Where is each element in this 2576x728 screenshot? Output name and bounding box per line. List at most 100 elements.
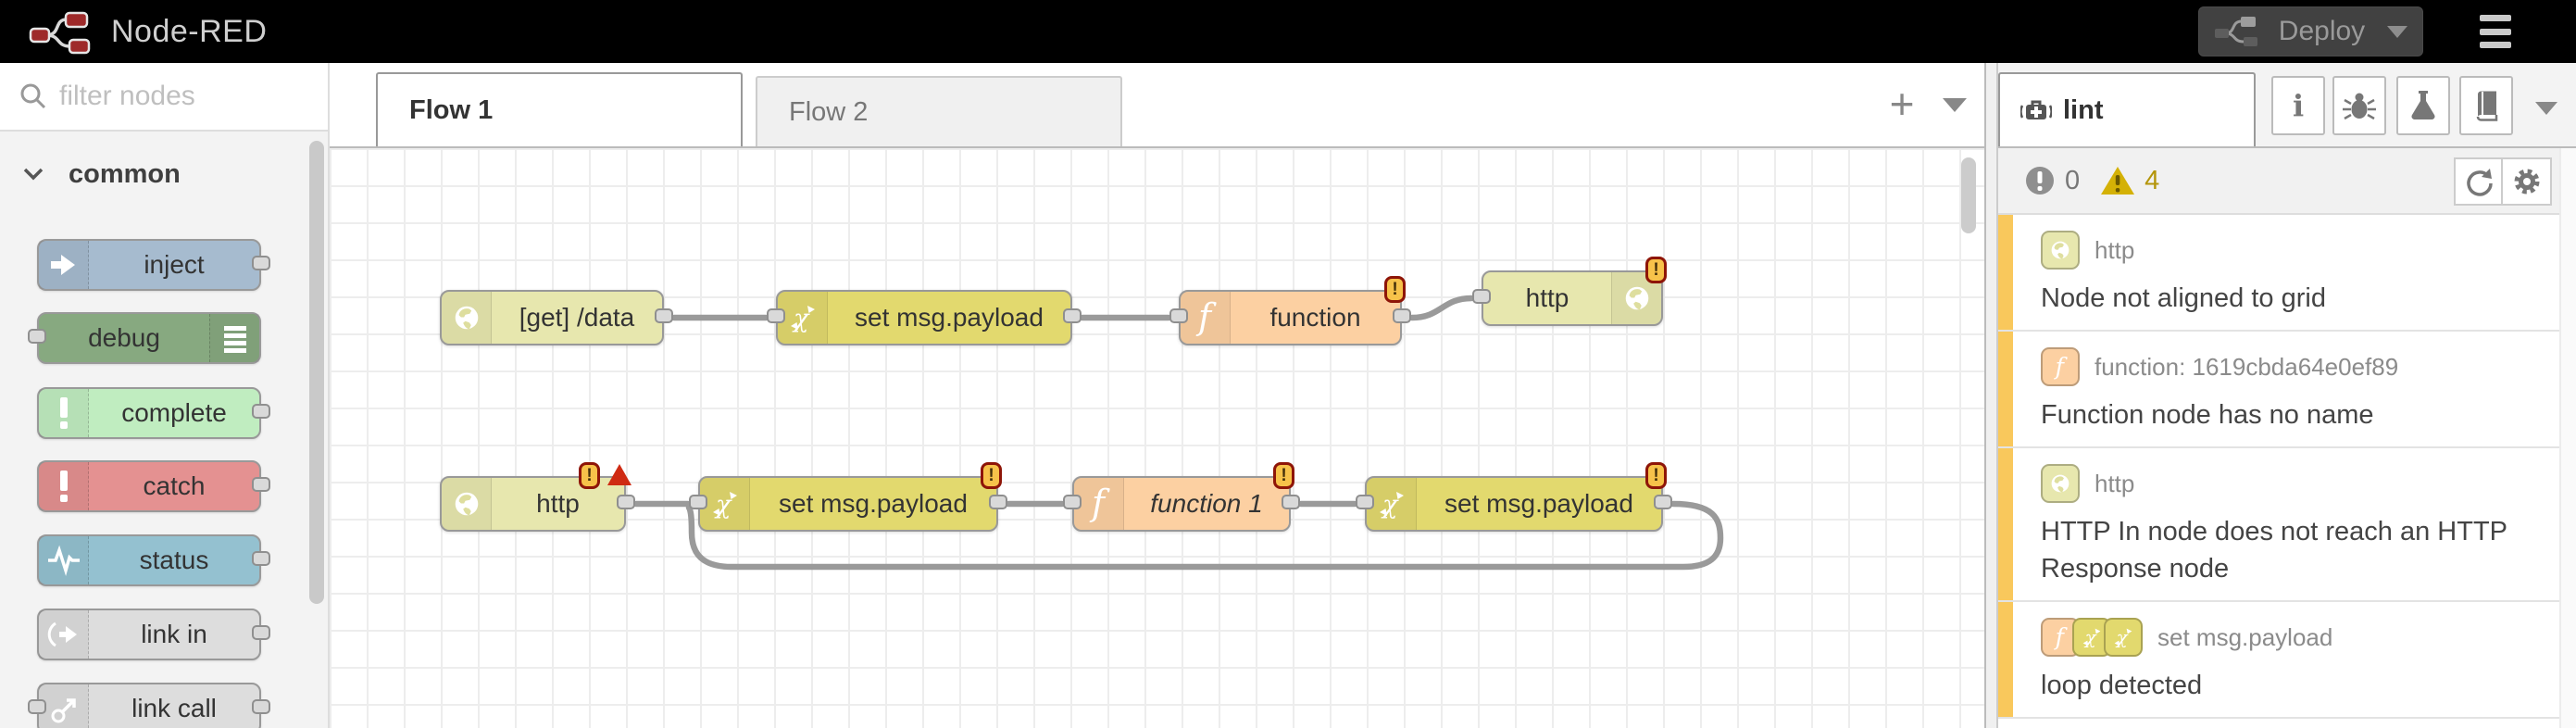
svg-text:f: f [2054, 353, 2069, 380]
input-port[interactable] [1356, 495, 1374, 509]
flow-canvas[interactable]: [get] /data χ set msg.payload f function… [330, 148, 1984, 728]
output-port[interactable] [1282, 495, 1300, 509]
palette-node-label: status [139, 546, 209, 574]
output-port[interactable] [655, 308, 673, 323]
http-node-chip [2041, 464, 2080, 503]
node-red-logo-icon [28, 8, 98, 55]
sidebar-tab-label: lint [2063, 94, 2104, 125]
gear-icon [2514, 169, 2539, 195]
palette-node-label: complete [121, 398, 227, 427]
palette-section-label: common [69, 158, 181, 189]
palette-search[interactable] [0, 63, 328, 132]
palette-scrollbar[interactable] [309, 141, 324, 604]
main-menu-button[interactable] [2480, 15, 2511, 48]
tab-flow-1[interactable]: Flow 1 [376, 72, 743, 146]
sidebar-splitter[interactable] [1984, 63, 1998, 728]
input-port[interactable] [767, 308, 785, 323]
input-port[interactable] [689, 495, 707, 509]
input-port[interactable] [1063, 495, 1082, 509]
input-port[interactable] [1169, 308, 1188, 323]
node-label: set msg.payload [779, 489, 968, 518]
bug-icon [2343, 93, 2376, 120]
flask-tab-button[interactable] [2396, 76, 2450, 135]
output-port[interactable] [617, 495, 635, 509]
svg-text:χ: χ [2115, 627, 2129, 648]
output-port[interactable] [252, 551, 270, 566]
output-port[interactable] [1063, 308, 1082, 323]
issue-node-label: http [2095, 469, 2135, 497]
node-change-set-msg-payload-1[interactable]: χ set msg.payload [767, 290, 1082, 345]
exclamation-icon [39, 389, 89, 437]
warning-count: 4 [2145, 165, 2160, 195]
input-port[interactable] [1472, 289, 1491, 304]
book-tab-button[interactable] [2459, 76, 2513, 135]
svg-text:χ: χ [792, 305, 810, 333]
flow-list-caret-icon[interactable] [1943, 98, 1967, 112]
node-http-response[interactable]: http ! [1472, 257, 1667, 326]
node-change-set-msg-payload-3[interactable]: χ set msg.payload ! [1356, 462, 1672, 532]
wires[interactable] [330, 148, 1984, 728]
inject-arrow-icon [39, 241, 89, 289]
node-label: function [1269, 303, 1361, 332]
warning-badge: ! [981, 462, 1002, 489]
input-port[interactable] [28, 329, 46, 344]
output-port[interactable] [252, 477, 270, 492]
sidebar-tab-lint[interactable]: lint [1998, 72, 2256, 146]
sidebar-tabs-caret-icon[interactable] [2535, 102, 2557, 115]
palette-node-status[interactable]: status [37, 534, 270, 586]
change-icon: χ [1367, 478, 1417, 530]
search-icon [20, 83, 46, 109]
input-port[interactable] [28, 699, 46, 714]
svg-text:f: f [1089, 485, 1110, 522]
palette-node-inject[interactable]: inject [37, 239, 270, 291]
palette-node-label: link in [141, 620, 207, 648]
svg-text:f: f [2054, 623, 2069, 650]
output-port[interactable] [252, 256, 270, 270]
node-change-set-msg-payload-2[interactable]: χ set msg.payload ! [689, 462, 1007, 532]
node-function[interactable]: f function ! [1169, 276, 1411, 345]
palette-node-debug[interactable]: debug [28, 312, 261, 364]
settings-button[interactable] [2503, 157, 2552, 206]
tab-flow-2[interactable]: Flow 2 [756, 76, 1122, 146]
sidebar-scrollbar[interactable] [2559, 148, 2576, 728]
node-label: http [1525, 283, 1569, 312]
palette-node-complete[interactable]: complete [37, 387, 270, 439]
issue-node-label: http [2095, 235, 2135, 264]
palette: common inject debug complete catch [0, 63, 330, 728]
palette-node-catch[interactable]: catch [37, 460, 270, 512]
function-icon: f [1074, 478, 1124, 530]
debug-tab-button[interactable] [2332, 76, 2386, 135]
palette-section-common[interactable]: common [0, 148, 306, 200]
http-node-chip [2041, 231, 2080, 270]
deploy-icon [2214, 17, 2257, 46]
deploy-button[interactable]: Deploy [2198, 6, 2423, 56]
output-port[interactable] [252, 625, 270, 640]
add-flow-button[interactable]: + [1889, 80, 1915, 128]
output-port[interactable] [252, 404, 270, 419]
issue-loop-detected[interactable]: f χ χ set msg.payload loop detected [1998, 602, 2559, 719]
deploy-options-caret-icon[interactable] [2387, 25, 2408, 38]
refresh-button[interactable] [2454, 157, 2503, 206]
issue-node-not-aligned[interactable]: http Node not aligned to grid [1998, 215, 2559, 332]
info-tab-button[interactable]: i [2271, 76, 2325, 135]
node-label: function 1 [1150, 489, 1263, 518]
node-http-in[interactable]: http ! [440, 462, 635, 532]
output-port[interactable] [1393, 308, 1411, 323]
search-input[interactable] [59, 81, 291, 112]
palette-node-link-in[interactable]: link in [37, 609, 270, 660]
workspace-tabbar: Flow 1 Flow 2 + [330, 63, 1984, 148]
output-port[interactable] [1654, 495, 1672, 509]
output-port[interactable] [252, 699, 270, 714]
palette-node-link-call[interactable]: link call [28, 683, 270, 728]
node-label: [get] /data [519, 303, 635, 332]
change-node-chip: χ [2104, 618, 2143, 657]
warning-badge: ! [1384, 276, 1406, 303]
canvas-scrollbar[interactable] [1961, 157, 1976, 233]
globe-icon [442, 478, 492, 530]
issue-function-no-name[interactable]: f function: 1619cbda64e0ef89 Function no… [1998, 332, 2559, 448]
output-port[interactable] [989, 495, 1007, 509]
node-function-1[interactable]: f function 1 ! [1063, 462, 1300, 532]
deploy-label: Deploy [2278, 16, 2366, 46]
issue-http-no-response[interactable]: http HTTP In node does not reach an HTTP… [1998, 448, 2559, 602]
node-http-in-get-data[interactable]: [get] /data [440, 290, 673, 345]
